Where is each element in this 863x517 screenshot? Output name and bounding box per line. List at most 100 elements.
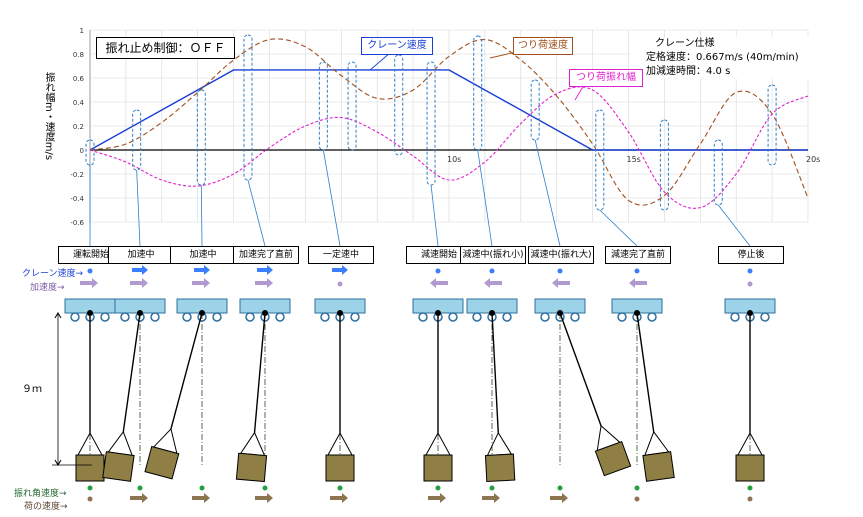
phase-pointer — [136, 169, 141, 247]
trolley-wheel — [472, 312, 482, 322]
load-speed-arrow — [428, 493, 446, 503]
phase-label: 加速完了直前 — [233, 246, 299, 264]
phase-marker — [767, 84, 777, 166]
chart-series — [89, 38, 809, 209]
load-group — [75, 431, 105, 482]
phase-label: 停止後 — [718, 246, 784, 264]
crane-callout-pointer — [369, 52, 391, 71]
left-label-crane-speed-text: クレーン速度→ — [22, 269, 84, 279]
phase-pointer — [717, 204, 751, 247]
y-tick-label: 0.2 — [73, 123, 84, 131]
phase-marker — [347, 61, 357, 151]
sling — [239, 431, 266, 457]
spec-line2: 加減速時間：4.0 s — [646, 66, 731, 77]
swing-angle-indicator — [634, 485, 640, 491]
trolley-wheel — [70, 312, 80, 322]
trolley-wheel — [448, 312, 458, 322]
load-callout-pointer — [489, 51, 517, 59]
swing-angle-indicator — [262, 485, 268, 491]
phase-marker — [659, 119, 669, 211]
phase-marker — [595, 109, 605, 211]
load-body — [735, 454, 765, 482]
phase-label: 減速完了直前 — [605, 246, 671, 264]
phase-marker — [196, 89, 206, 186]
load-body — [235, 452, 268, 483]
series-line-2 — [89, 86, 809, 209]
load-body — [102, 451, 135, 482]
crane-speed-dot — [87, 268, 93, 274]
trolley-wheel — [647, 312, 657, 322]
load-group — [642, 430, 675, 482]
y-tick-label: 0 — [80, 147, 84, 155]
trolley-wheel — [100, 312, 110, 322]
load-speed-arrow — [192, 493, 210, 503]
y-tick-label: -0.4 — [70, 195, 84, 203]
left-label-load-speed-text: 荷の速度→ — [24, 502, 68, 512]
load-speed-dot — [634, 496, 640, 502]
phase-pointer — [534, 139, 561, 247]
left-label-accel-text: 加速度→ — [30, 283, 65, 293]
load-group — [235, 431, 268, 483]
sling — [486, 431, 513, 456]
load-body — [325, 454, 355, 482]
trolley-wheel — [212, 312, 222, 322]
sling — [644, 430, 670, 456]
title-box: 振れ止め制御：ＯＦＦ — [96, 37, 235, 59]
accel-arrow — [192, 278, 210, 288]
rope — [253, 312, 266, 433]
load-body — [484, 453, 516, 483]
swing-angle-indicator — [87, 485, 93, 491]
swing-callout-pointer — [574, 84, 585, 101]
trolley-wheel — [570, 312, 580, 322]
trolley-wheel — [182, 312, 192, 322]
accel-arrow — [629, 278, 647, 288]
rope — [122, 312, 141, 432]
accel-arrow — [130, 278, 148, 288]
crane-speed-dot — [747, 268, 753, 274]
left-label-height-text: ９ｍ — [22, 384, 42, 395]
phase-marker — [426, 61, 436, 186]
phase-marker — [713, 139, 723, 206]
trolley-wheel — [540, 312, 550, 322]
y-tick-label: -0.2 — [70, 171, 84, 179]
phase-marker — [530, 79, 540, 141]
phase-marker — [394, 54, 404, 156]
swing-angle-indicator — [557, 485, 563, 491]
x-tick-label: 10s — [447, 155, 461, 164]
swing-angle-indicator — [199, 485, 205, 491]
title-text: 振れ止め制御：ＯＦＦ — [105, 41, 226, 55]
spec-block: クレーン仕様 定格速度：0.667m/s (40m/min) 加減速時間：4.0… — [630, 37, 810, 79]
load-speed-callout: つり荷速度 — [513, 37, 573, 55]
sling — [107, 430, 133, 456]
load-speed-arrow — [330, 493, 348, 503]
swing-callout-text: つり荷振れ幅 — [576, 72, 636, 83]
load-group — [144, 427, 180, 480]
phase-label: 加速中 — [170, 246, 236, 264]
crane-speed-callout-text: クレーン速度 — [367, 40, 427, 51]
y-tick-label: -0.6 — [70, 219, 84, 227]
load-body — [144, 445, 180, 480]
crane-speed-arrow — [194, 265, 210, 275]
phase-marker — [85, 139, 95, 166]
phase-pointer — [477, 149, 493, 247]
left-label-height: ９ｍ — [22, 380, 42, 395]
left-label-swing-angle: 振れ角速度→ — [14, 486, 67, 499]
crane-speed-dot — [557, 268, 563, 274]
load-body — [75, 454, 105, 482]
y-tick-label: 0.4 — [73, 99, 85, 107]
accel-arrow — [255, 278, 273, 288]
rope — [559, 312, 602, 427]
phase-pointer — [430, 184, 439, 247]
rope — [170, 312, 203, 430]
crane-speed-dot — [489, 268, 495, 274]
chart-callouts — [85, 34, 777, 247]
trolley-wheel — [150, 312, 160, 322]
crane-speed-dot — [634, 268, 640, 274]
phase-label: 一定速中 — [308, 246, 374, 264]
swing-angle-indicator — [137, 485, 143, 491]
trolley-wheel — [418, 312, 428, 322]
load-speed-dot — [87, 496, 93, 502]
series-line-0 — [89, 69, 808, 151]
